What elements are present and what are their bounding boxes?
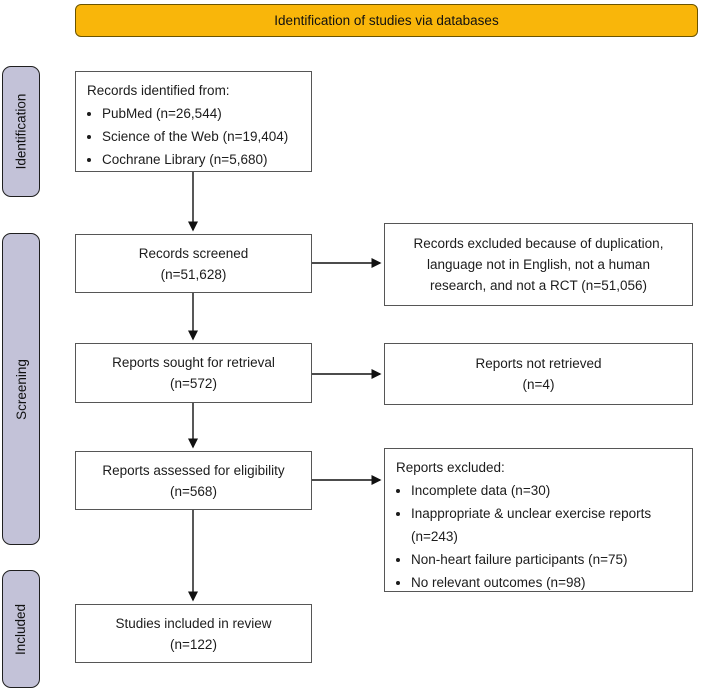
list-item: Inappropriate & unclear exercise reports… [411, 502, 684, 548]
reports-not-retrieved-count: (n=4) [522, 377, 555, 392]
records-identified-list: PubMed (n=26,544) Science of the Web (n=… [87, 102, 303, 171]
box-studies-included: Studies included in review (n=122) [75, 604, 312, 663]
box-reports-excluded: Reports excluded: Incomplete data (n=30)… [384, 448, 693, 592]
list-item: Science of the Web (n=19,404) [102, 125, 303, 148]
list-item: Non-heart failure participants (n=75) [411, 548, 684, 571]
banner-identification-via-databases: Identification of studies via databases [75, 4, 698, 37]
box-reports-not-retrieved: Reports not retrieved (n=4) [384, 343, 693, 405]
records-screened-line1: Records screened [138, 245, 249, 261]
banner-label: Identification of studies via databases [274, 13, 499, 28]
reports-not-retrieved-line1: Reports not retrieved [475, 356, 602, 371]
studies-included-count: (n=122) [170, 636, 217, 652]
reports-excluded-title: Reports excluded: [396, 460, 505, 475]
stage-label-identification-text: Identification [13, 93, 29, 170]
studies-included-line1: Studies included in review [115, 615, 272, 631]
reports-sought-count: (n=572) [170, 376, 217, 391]
stage-label-screening: Screening [2, 233, 40, 545]
list-item: PubMed (n=26,544) [102, 102, 303, 125]
stage-label-identification: Identification [2, 66, 40, 197]
records-identified-title: Records identified from: [87, 83, 230, 98]
box-reports-assessed: Reports assessed for eligibility (n=568) [75, 451, 312, 510]
records-screened-count: (n=51,628) [160, 266, 227, 282]
box-records-screened: Records screened (n=51,628) [75, 234, 312, 293]
box-records-identified: Records identified from: PubMed (n=26,54… [75, 71, 312, 172]
stage-label-included-text: Included [13, 603, 29, 655]
reports-assessed-count: (n=568) [170, 483, 217, 499]
reports-excluded-list: Incomplete data (n=30) Inappropriate & u… [396, 479, 684, 594]
box-reports-sought: Reports sought for retrieval (n=572) [75, 343, 312, 403]
list-item: No relevant outcomes (n=98) [411, 571, 684, 594]
records-excluded-text: Records excluded because of duplication,… [413, 236, 664, 293]
stage-label-included: Included [2, 570, 40, 688]
reports-assessed-line1: Reports assessed for eligibility [102, 462, 285, 478]
list-item: Incomplete data (n=30) [411, 479, 684, 502]
stage-label-screening-text: Screening [13, 358, 29, 420]
reports-sought-line1: Reports sought for retrieval [112, 355, 275, 370]
list-item: Cochrane Library (n=5,680) [102, 148, 303, 171]
box-records-excluded: Records excluded because of duplication,… [384, 223, 693, 306]
